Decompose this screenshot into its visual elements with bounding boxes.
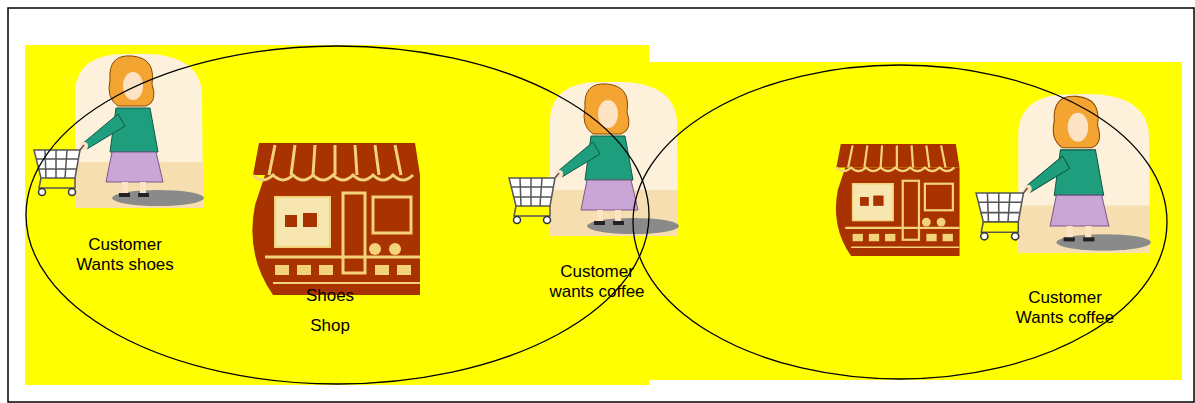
ellipse-line: [633, 65, 1167, 379]
customer-figure: [509, 82, 679, 236]
figure-caption: Customer wants coffee: [542, 262, 652, 302]
shop-figure: [836, 144, 960, 256]
yellow-panel: [648, 62, 1182, 380]
ellipse-line: [26, 46, 649, 384]
figure-caption: Customer Wants coffee: [1006, 288, 1124, 328]
customer-figure: [976, 94, 1151, 253]
figure-caption: Shoes Shop: [300, 281, 360, 341]
frame: [8, 8, 1194, 402]
scope-ellipse: Customer Wants shoesShoes Shop Customer w…: [25, 45, 650, 385]
customer-figure: [34, 54, 204, 208]
figure-caption: Customer Wants shoes: [70, 235, 180, 275]
shop-figure: [252, 143, 420, 295]
ellipse-outline: [632, 64, 1168, 380]
scope-ellipse: Customer Wants coffee: [632, 64, 1168, 380]
